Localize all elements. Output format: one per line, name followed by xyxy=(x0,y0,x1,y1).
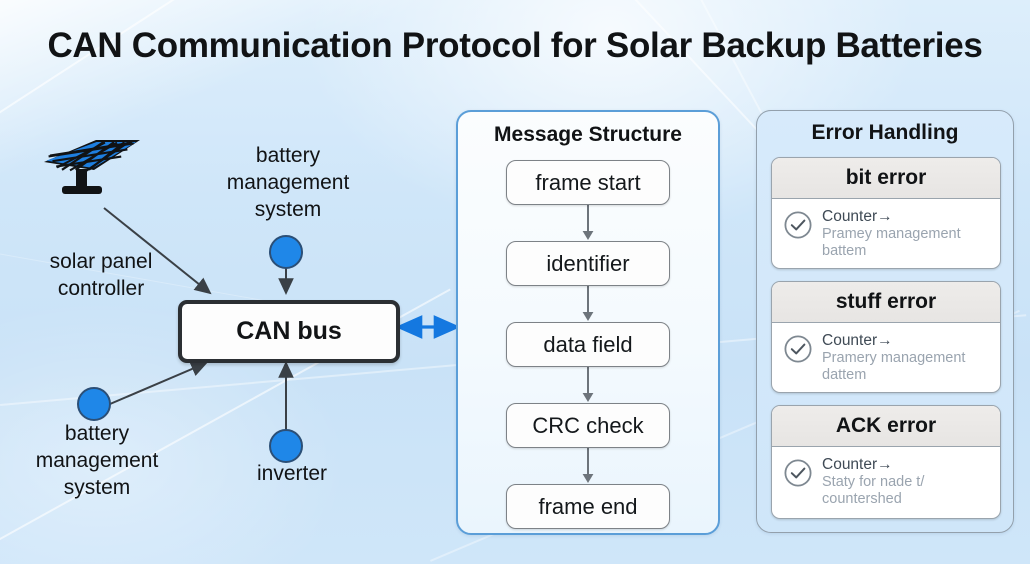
flow-step-data-field[interactable]: data field xyxy=(506,322,670,367)
flow-step-frame-start[interactable]: frame start xyxy=(506,160,670,205)
can-network-diagram: battery management system solar panel co… xyxy=(0,100,460,540)
node-label-battery-management-system-bottom: battery management system xyxy=(35,422,159,499)
flow-arrow-icon xyxy=(582,205,594,240)
node-dot-icon xyxy=(77,387,111,421)
flow-arrow-icon xyxy=(582,286,594,321)
node-dot-icon xyxy=(269,429,303,463)
flow-arrow-icon xyxy=(582,367,594,402)
check-circle-icon xyxy=(784,211,812,239)
error-card-ack-error[interactable]: ACK error Counter→ Staty for nade t/ cou… xyxy=(771,405,1001,519)
error-card-item-main: Counter→ xyxy=(822,332,893,349)
error-card-item-sub: Pramey management battem xyxy=(822,226,961,259)
flow-step-identifier[interactable]: identifier xyxy=(506,241,670,286)
error-card-title: bit error xyxy=(772,158,1000,199)
solar-panel-icon xyxy=(44,140,140,194)
error-card-bit-error[interactable]: bit error Counter→ Pramey management bat… xyxy=(771,157,1001,269)
message-structure-title: Message Structure xyxy=(494,123,682,146)
node-label-inverter: inverter xyxy=(256,462,328,485)
node-label-battery-management-system-top: battery management system xyxy=(226,144,350,221)
node-label-solar-panel-controller: solar panel controller xyxy=(49,250,153,300)
error-handling-panel: Error Handling bit error Counter→ Pramey… xyxy=(756,110,1014,533)
flow-step-frame-end[interactable]: frame end xyxy=(506,484,670,529)
message-structure-flow: frame start identifier data field CRC ch… xyxy=(458,160,718,529)
check-circle-icon xyxy=(784,335,812,363)
node-dot-icon xyxy=(269,235,303,269)
error-card-title: ACK error xyxy=(772,406,1000,447)
error-card-item-sub: Staty for nade t/ countershed xyxy=(822,474,925,507)
error-handling-title: Error Handling xyxy=(811,121,959,144)
error-card-item-main: Counter→ xyxy=(822,456,893,473)
network-connections xyxy=(44,140,460,463)
error-card-item-main: Counter→ xyxy=(822,208,893,225)
error-card-item-sub: Pramery management dattem xyxy=(822,350,966,383)
flow-arrow-icon xyxy=(582,448,594,483)
page-title: CAN Communication Protocol for Solar Bac… xyxy=(47,26,983,65)
flow-step-crc-check[interactable]: CRC check xyxy=(506,403,670,448)
message-structure-panel: Message Structure frame start identifier… xyxy=(456,110,720,535)
error-card-title: stuff error xyxy=(772,282,1000,323)
error-card-stuff-error[interactable]: stuff error Counter→ Pramery management … xyxy=(771,281,1001,393)
check-circle-icon xyxy=(784,459,812,487)
can-bus-node: CAN bus xyxy=(178,300,400,363)
